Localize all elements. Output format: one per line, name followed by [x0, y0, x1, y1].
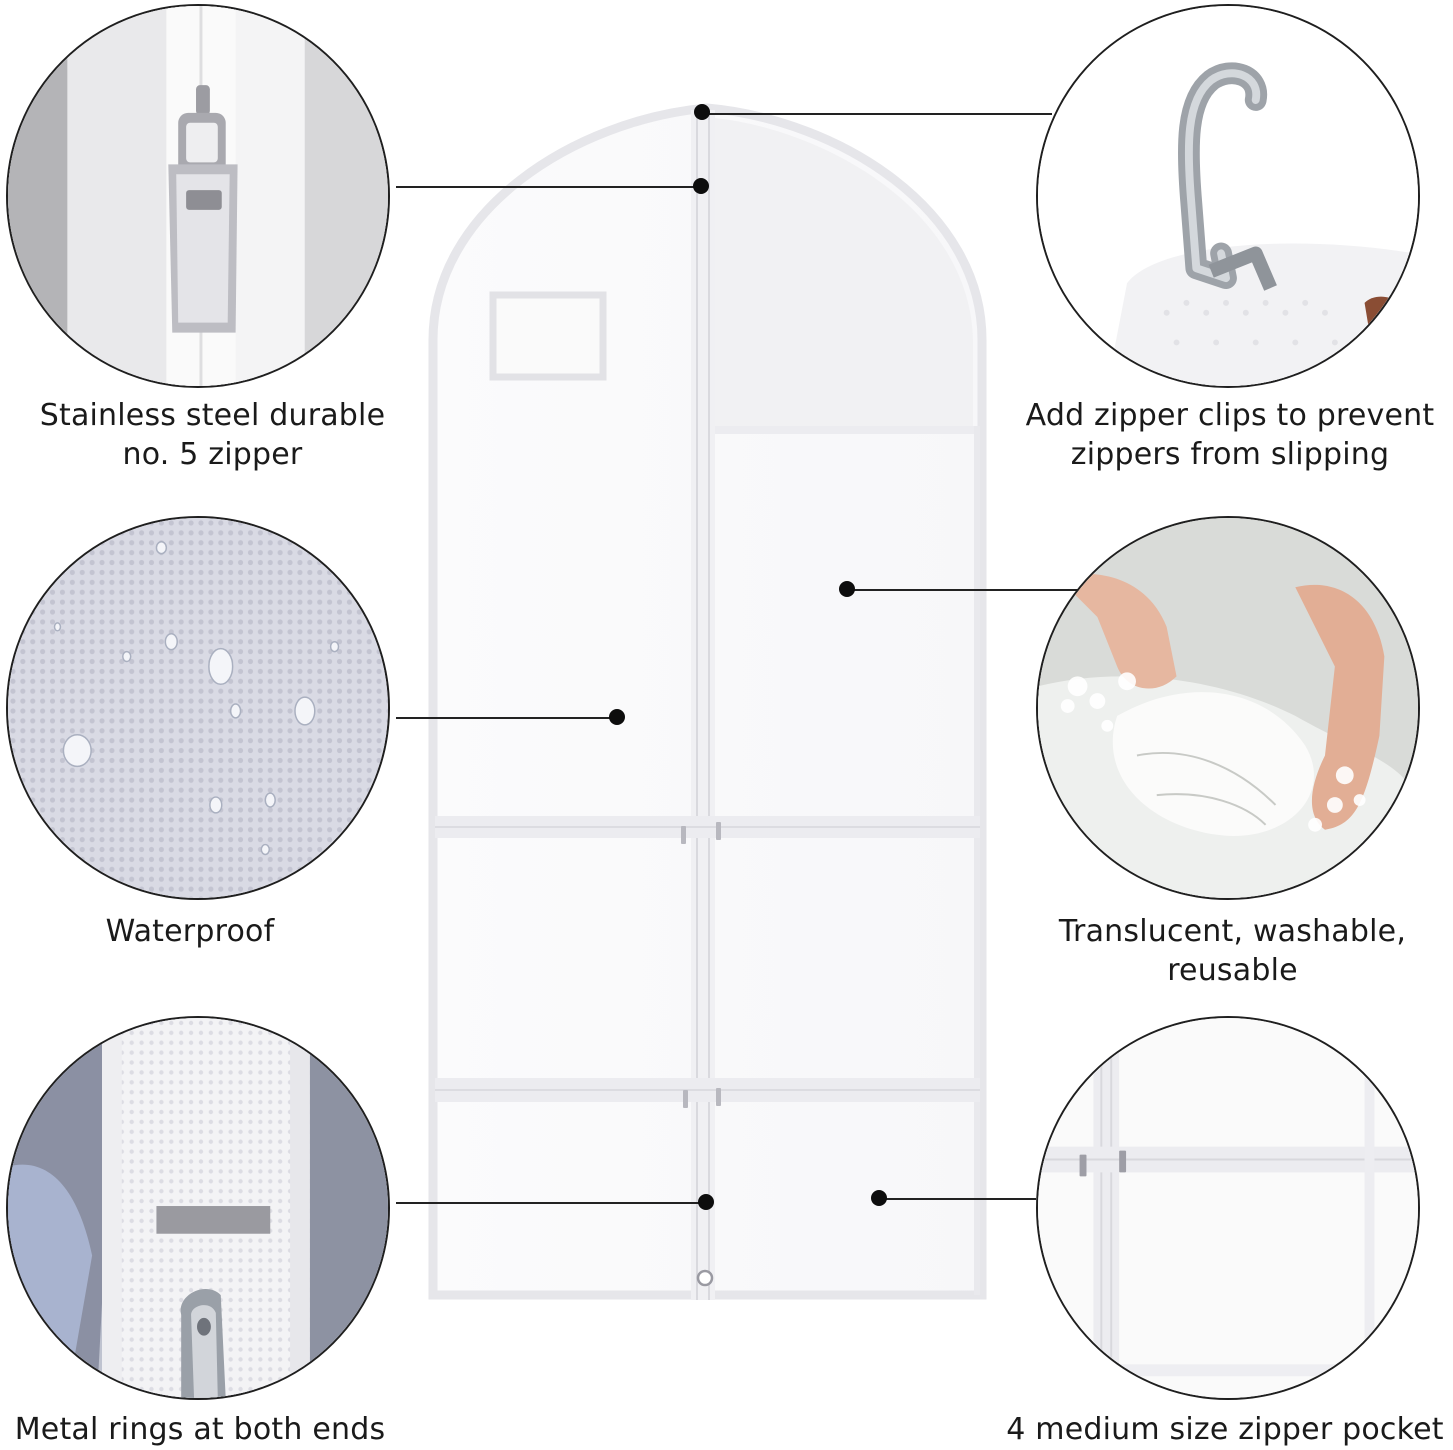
- feature-circle-waterproof: [6, 516, 390, 900]
- feature-circle-zipper: [6, 4, 390, 388]
- caption-clips-text: Add zipper clips to prevent zippers from…: [1025, 398, 1435, 472]
- feature-circle-washable: [1036, 516, 1420, 900]
- center-zipper: [691, 110, 715, 1300]
- feature-circle-rings: [6, 1016, 390, 1400]
- leader-line-rings: [396, 1202, 706, 1204]
- feature-circle-pocket: [1036, 1016, 1420, 1400]
- leader-line-waterproof: [396, 717, 618, 719]
- pocket-zipper-pulls: [681, 822, 721, 1108]
- dot-zipper: [693, 178, 709, 194]
- caption-pocket: 4 medium size zipper pocket: [990, 1410, 1453, 1449]
- caption-rings-text: Metal rings at both ends: [14, 1412, 386, 1447]
- water-droplets-icon: [8, 518, 388, 898]
- garment-bag-illustration: [428, 103, 987, 1300]
- dot-washable: [839, 581, 855, 597]
- dot-clips: [694, 104, 710, 120]
- caption-clips: Add zipper clips to prevent zippers from…: [990, 396, 1453, 474]
- caption-pocket-text: 4 medium size zipper pocket: [1006, 1412, 1444, 1447]
- id-card-window: [489, 291, 607, 381]
- caption-zipper: Stainless steel durable no. 5 zipper: [0, 396, 425, 474]
- bottom-ring: [696, 1269, 714, 1287]
- zipper-pull-icon: [8, 6, 388, 386]
- caption-waterproof: Waterproof: [0, 912, 380, 951]
- zipper-pocket-icon: [1038, 1018, 1418, 1398]
- dot-waterproof: [609, 709, 625, 725]
- caption-zipper-text: Stainless steel durable no. 5 zipper: [39, 398, 386, 472]
- caption-waterproof-text: Waterproof: [105, 914, 275, 949]
- feature-circle-clips: [1036, 4, 1420, 388]
- dot-pocket: [871, 1190, 887, 1206]
- leader-line-washable: [848, 589, 1078, 591]
- caption-washable: Translucent, washable, reusable: [1010, 912, 1453, 990]
- caption-rings: Metal rings at both ends: [0, 1410, 400, 1449]
- washing-hands-icon: [1038, 518, 1418, 898]
- dot-rings: [698, 1194, 714, 1210]
- hook-icon: [1038, 6, 1418, 386]
- leader-line-zipper: [396, 186, 702, 188]
- metal-ring-icon: [8, 1018, 388, 1398]
- leader-line-pocket: [880, 1198, 1036, 1200]
- caption-washable-text: Translucent, washable, reusable: [1058, 914, 1407, 988]
- leader-line-clips: [702, 113, 1052, 115]
